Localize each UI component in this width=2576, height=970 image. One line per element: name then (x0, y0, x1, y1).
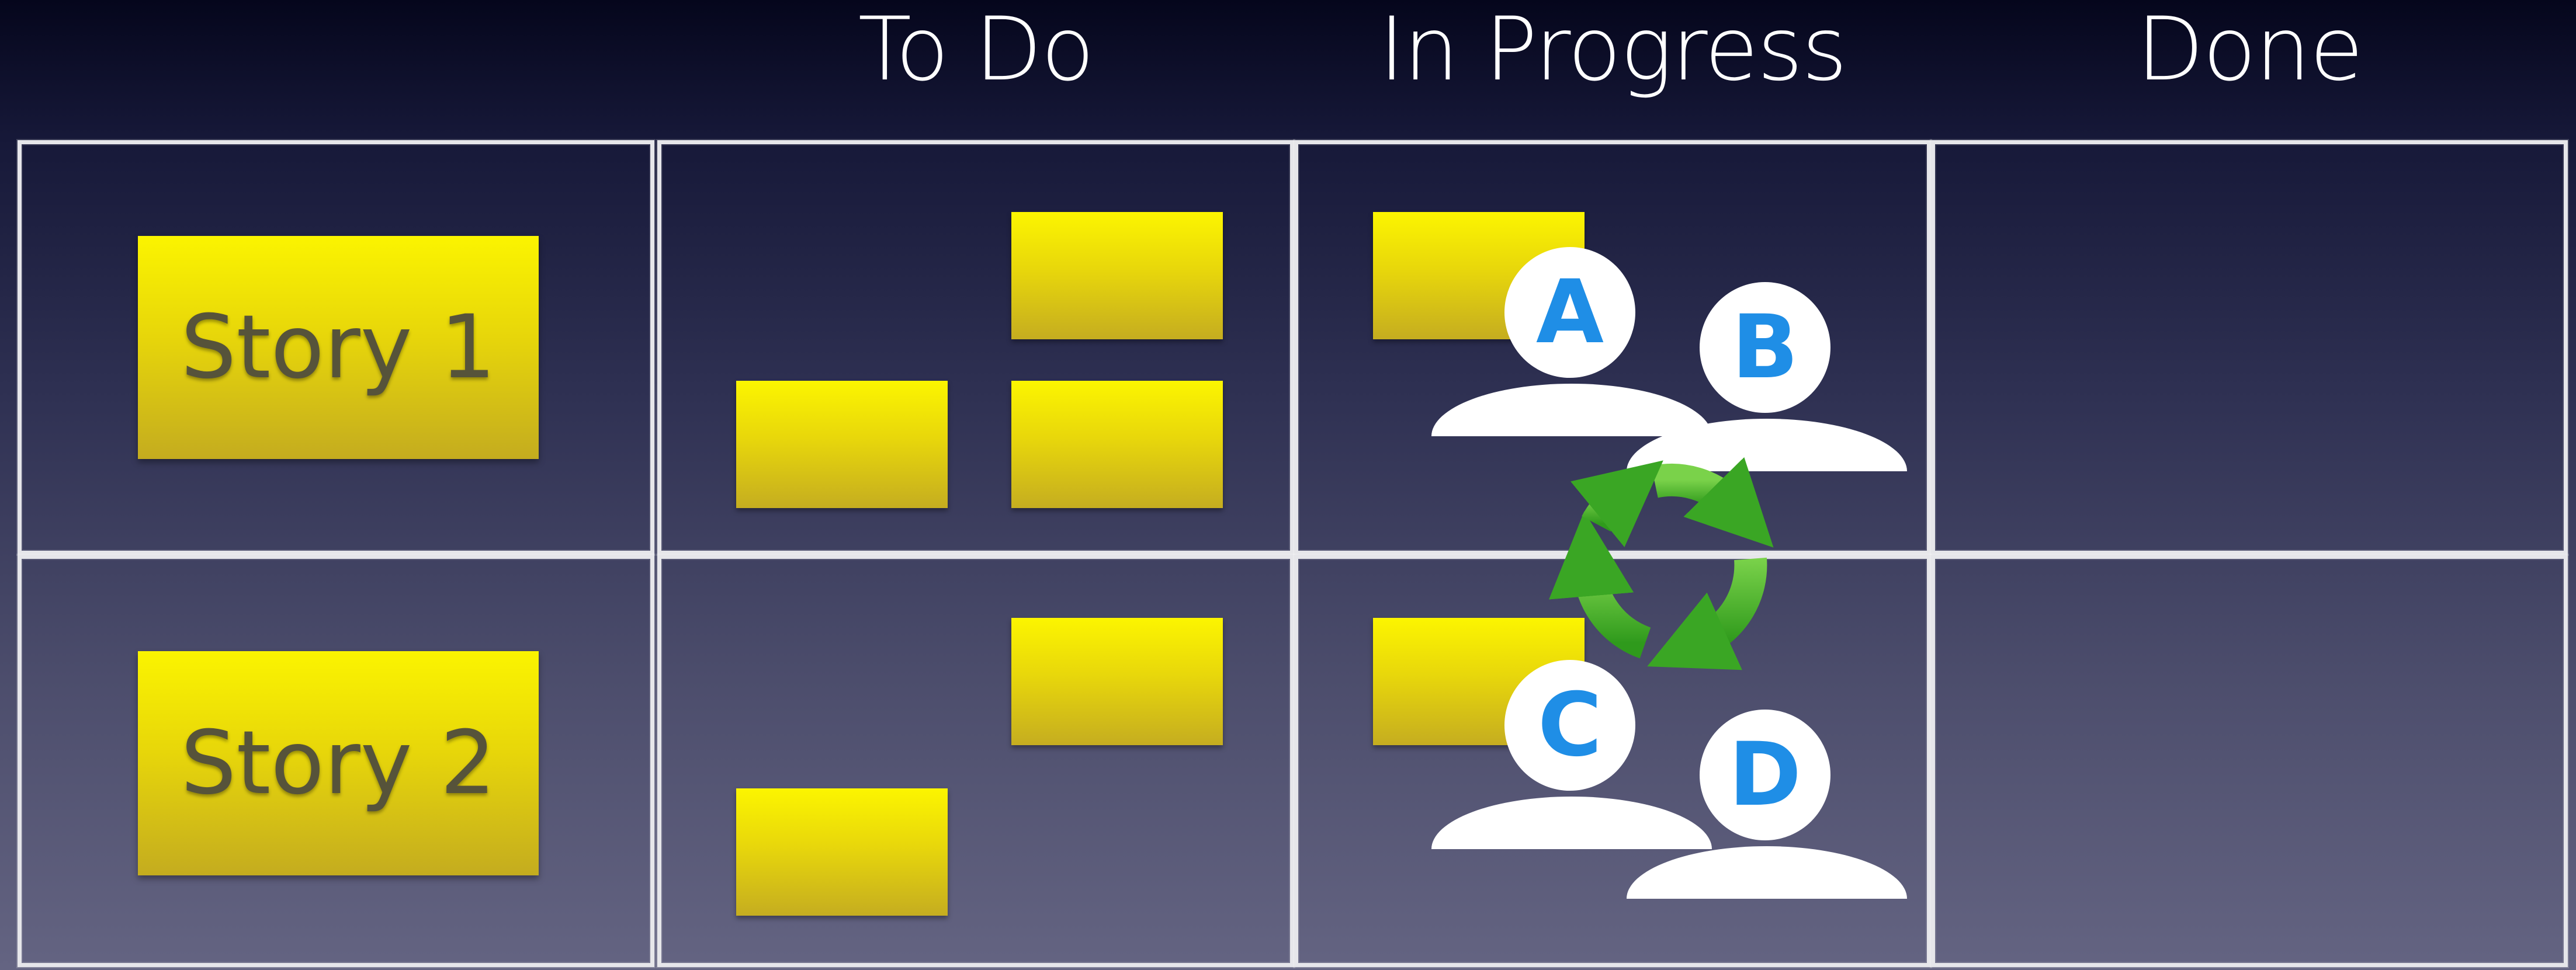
column-header-todo: To Do (858, 0, 1095, 100)
person-body (1627, 846, 1907, 899)
person-icon: B (1627, 282, 1919, 471)
task-card[interactable] (736, 381, 948, 508)
task-card[interactable] (1011, 212, 1223, 339)
person-icon: D (1627, 710, 1919, 899)
person-initial: C (1537, 675, 1603, 776)
cell-story-2-done (1931, 555, 2568, 967)
cycle-arrows-icon (1549, 457, 1774, 670)
task-card[interactable] (736, 788, 948, 916)
person-initial: D (1728, 724, 1802, 826)
cell-story-1 (18, 140, 654, 555)
person-head: C (1504, 660, 1635, 791)
task-card[interactable] (1011, 381, 1223, 508)
person-head: A (1504, 247, 1635, 378)
cell-story-2-todo (657, 555, 1294, 967)
story-label: Story 2 (181, 712, 496, 814)
story-label: Story 1 (181, 297, 496, 398)
cell-story-1-todo (657, 140, 1294, 555)
story-card-1[interactable]: Story 1 (138, 236, 539, 459)
person-head: D (1700, 710, 1830, 840)
task-card[interactable] (1011, 618, 1223, 745)
column-header-in-progress: In Progress (1379, 0, 1847, 100)
person-initial: A (1535, 262, 1604, 363)
cell-story-2 (18, 555, 654, 967)
column-header-done: Done (2136, 0, 2364, 100)
cell-story-1-done (1931, 140, 2568, 555)
person-icon: A (1431, 247, 1724, 436)
story-card-2[interactable]: Story 2 (138, 651, 539, 875)
person-initial: B (1731, 297, 1799, 398)
person-icon: C (1431, 660, 1724, 849)
person-head: B (1700, 282, 1830, 413)
